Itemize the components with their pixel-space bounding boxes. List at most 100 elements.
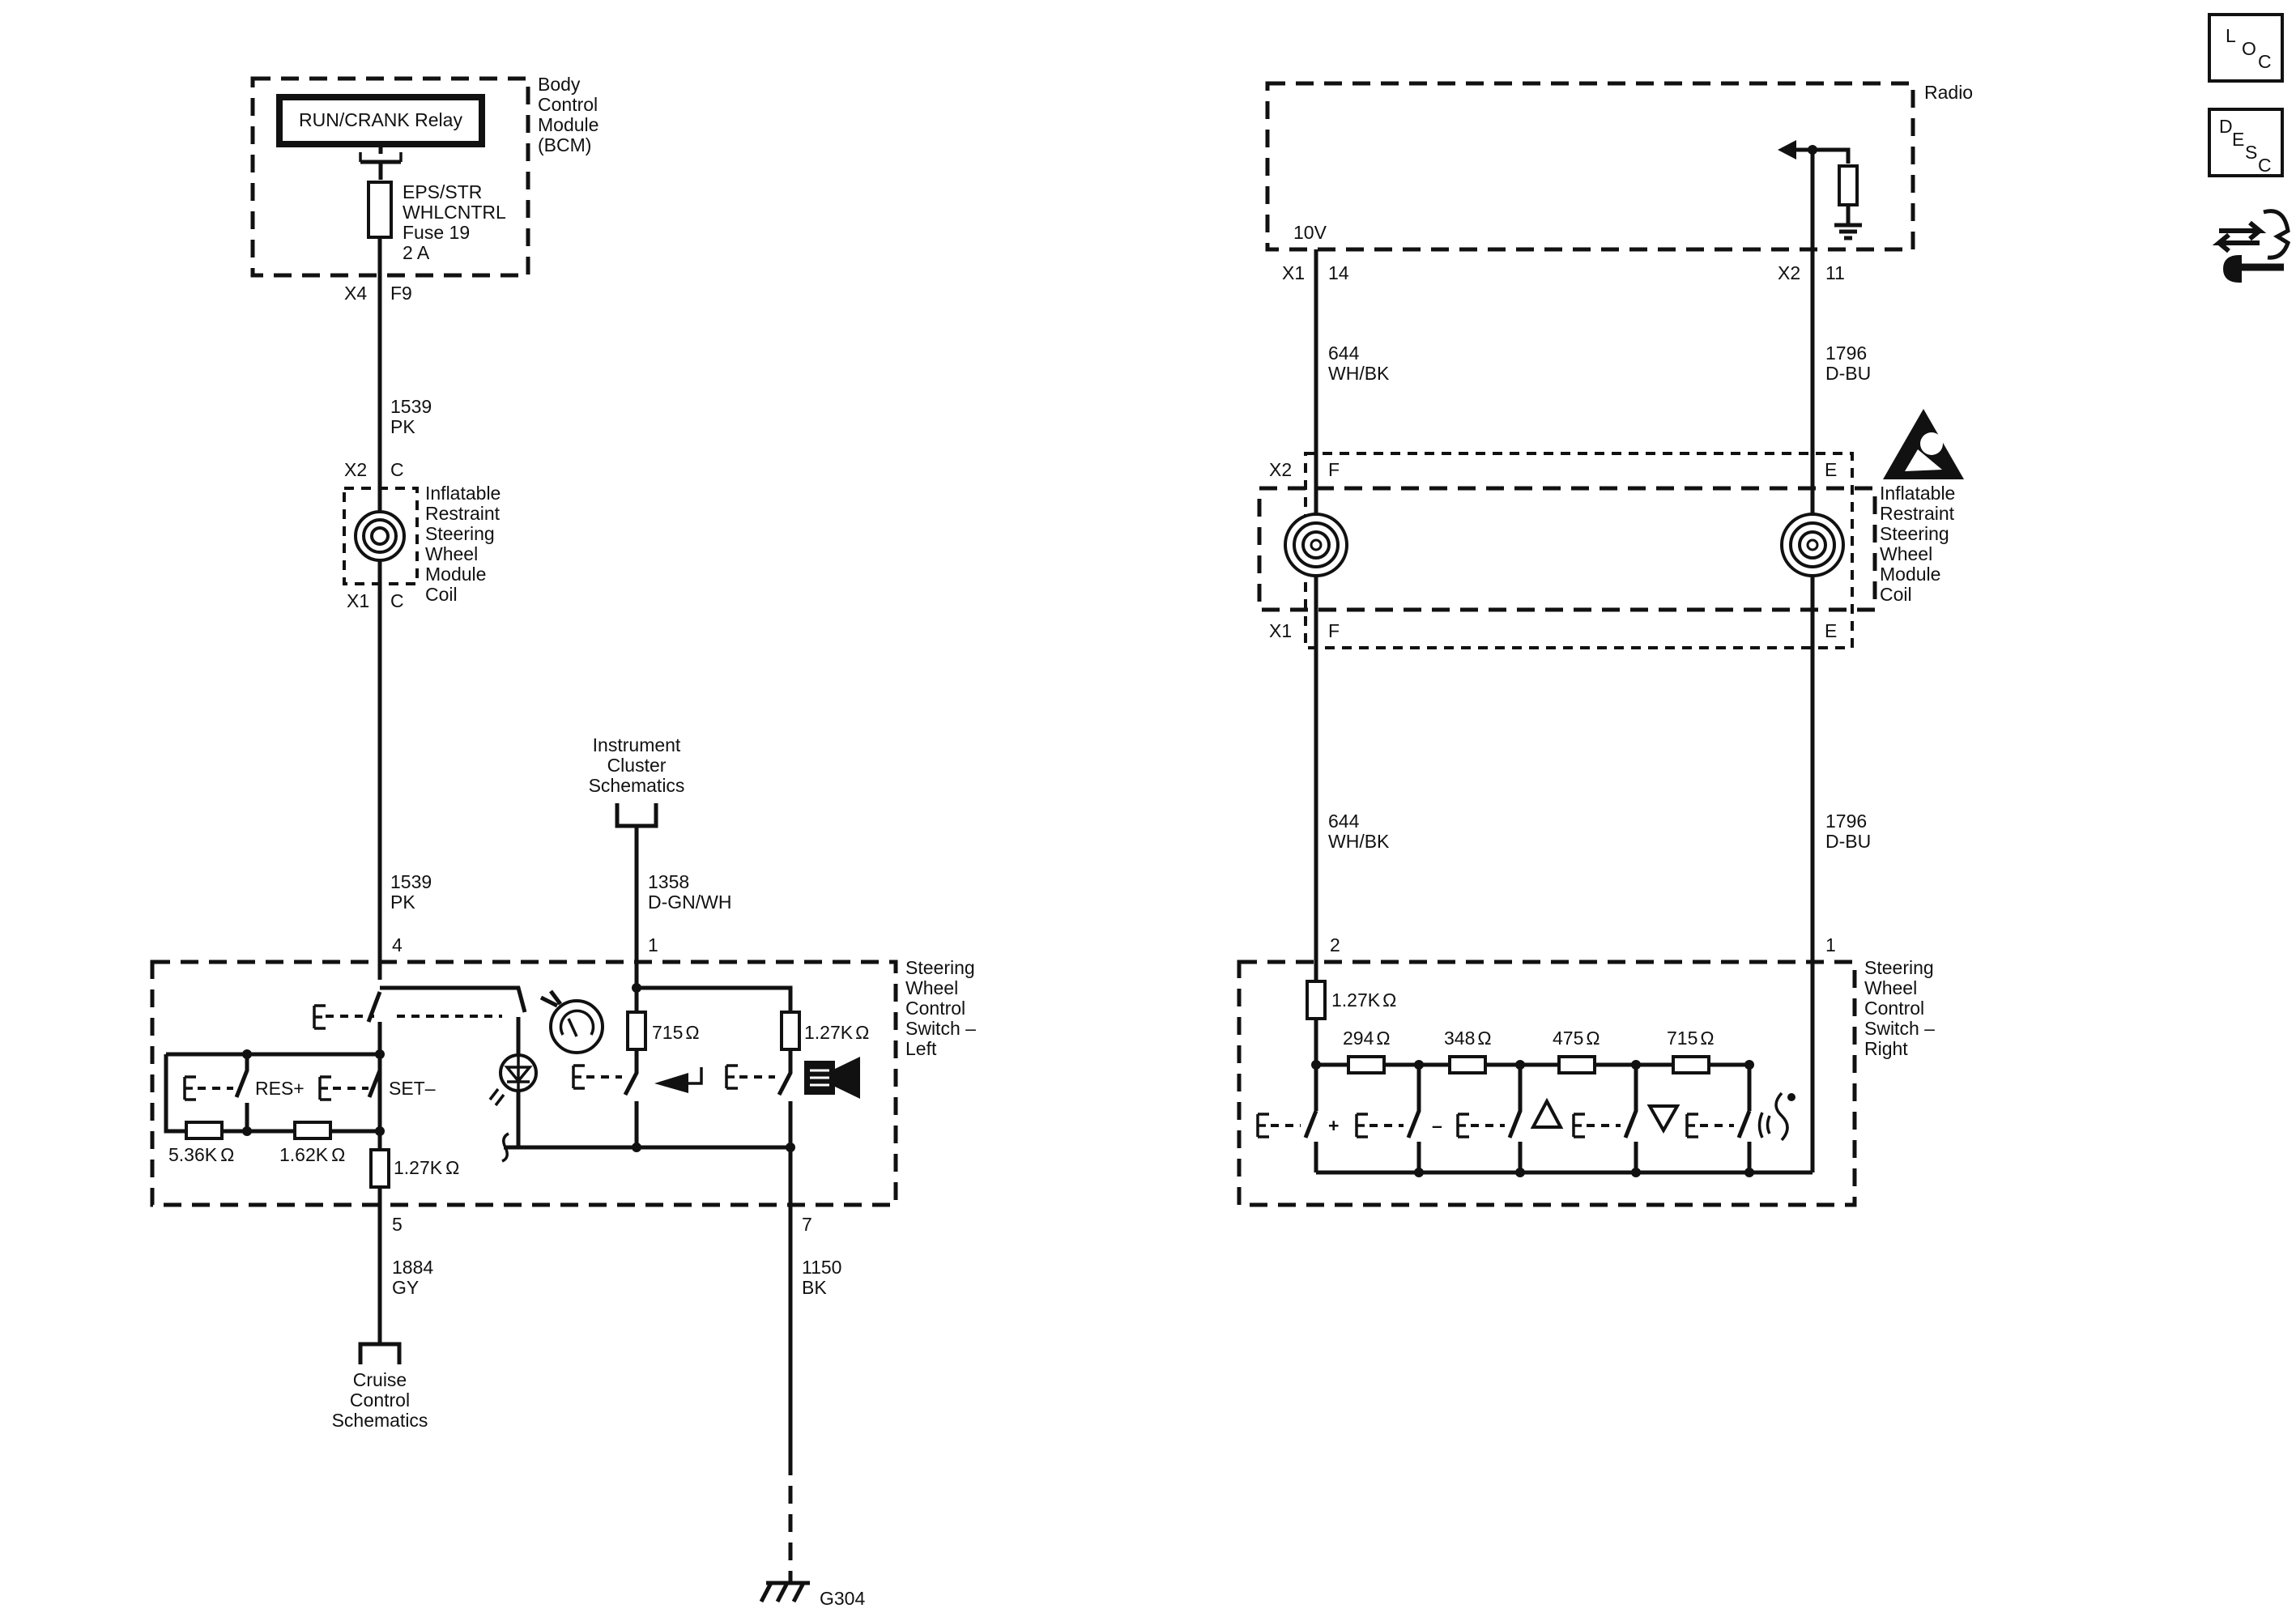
res-1-27k-right	[1306, 980, 1327, 1020]
cruise-label-3: Schematics	[332, 1410, 428, 1431]
left-circuit: RUN/CRANK Relay Body Control Module (BCM…	[150, 74, 976, 1609]
fuse-19	[367, 181, 393, 239]
ic-label-1: Instrument	[593, 734, 681, 755]
res-1-27k-left	[369, 1148, 390, 1189]
cruise-label-1: Cruise	[353, 1369, 407, 1390]
left-coil-label-6: Coil	[425, 584, 458, 605]
pin-1: 1	[648, 934, 658, 955]
left-switch-label-2: Wheel	[905, 977, 958, 998]
wire-ic-circuit: 1358	[648, 871, 689, 892]
arrow-up-icon	[1530, 1097, 1564, 1129]
bcm-label-4: (BCM)	[538, 134, 591, 155]
svg-text:D: D	[2219, 116, 2233, 137]
right-coil-label-1: Inflatable	[1880, 483, 1955, 504]
right-coil-label-6: Coil	[1880, 584, 1912, 605]
coil-pin-e-top: E	[1825, 459, 1837, 480]
bcm-box	[250, 76, 530, 278]
wire-644-color: WH/BK	[1328, 363, 1390, 384]
svg-text:C: C	[2258, 51, 2272, 72]
conn-x2: X2	[1778, 262, 1800, 283]
wire-ground-color: BK	[802, 1277, 827, 1298]
ic-label-3: Schematics	[589, 775, 685, 796]
wire-644b-color: WH/BK	[1328, 831, 1390, 852]
right-switch-label-3: Control	[1864, 998, 1924, 1019]
right-switch-label-4: Switch –	[1864, 1018, 1935, 1039]
left-coil-label-4: Wheel	[425, 543, 478, 564]
led-icon	[488, 1053, 538, 1107]
right-circuit: Radio 10V X1 14 X2 11 644 WH/BK 1796 D-B…	[1237, 81, 1973, 1207]
wire-cruise-color: GY	[392, 1277, 419, 1298]
right-switch-box	[1237, 960, 1857, 1207]
wire-1796b-circuit: 1796	[1825, 811, 1867, 832]
svg-text:O: O	[2242, 38, 2256, 59]
svg-text:E: E	[2232, 129, 2244, 150]
switch-plus: +	[1328, 1115, 1339, 1136]
left-switch-label-3: Control	[905, 998, 965, 1019]
bcm-label-2: Control	[538, 94, 598, 115]
right-coil-label-4: Wheel	[1880, 543, 1932, 564]
nav-icons: L O C D E S C	[2208, 13, 2291, 283]
fuse-label-4: 2 A	[403, 242, 430, 263]
connector-tool-icon[interactable]	[2212, 209, 2291, 283]
right-switch-label-1: Steering	[1864, 957, 1934, 978]
wire-top-color: PK	[390, 416, 415, 437]
loc-icon[interactable]: L O C	[2208, 13, 2284, 83]
airbag-warning-icon	[1883, 409, 1964, 479]
wire-644b-circuit: 644	[1328, 811, 1360, 832]
right-coil-inner-box	[1304, 452, 1854, 649]
switch-minus: –	[1432, 1115, 1442, 1136]
svg-text:C: C	[2258, 155, 2272, 176]
res-5-36k	[185, 1121, 224, 1140]
radio-label: Radio	[1924, 82, 1973, 103]
run-crank-relay	[276, 94, 485, 147]
wire-cruise-circuit: 1884	[392, 1257, 433, 1278]
bcm-label-1: Body	[538, 74, 581, 95]
left-coil-label-5: Module	[425, 564, 486, 585]
desc-icon[interactable]: D E S C	[2208, 108, 2284, 177]
wire-1796-color: D-BU	[1825, 363, 1871, 384]
camera-icon	[804, 1057, 860, 1099]
run-crank-relay-label: RUN/CRANK Relay	[299, 109, 462, 130]
coil-pin-f-top: F	[1328, 459, 1340, 480]
wire-ground-circuit: 1150	[802, 1257, 841, 1278]
coil-x2: X2	[1269, 459, 1292, 480]
set-minus-label: SET–	[389, 1078, 436, 1099]
conn-x1: X1	[1282, 262, 1305, 283]
conn-x4: X4	[344, 283, 367, 304]
wire-1796b-color: D-BU	[1825, 831, 1871, 852]
fuse-label-2: WHLCNTRL	[403, 202, 506, 223]
left-switch-label-4: Switch –	[905, 1018, 976, 1039]
right-coil-label-2: Restraint	[1880, 503, 1955, 524]
bcm-label-3: Module	[538, 114, 598, 135]
res-715-right	[1672, 1055, 1710, 1074]
left-coil-label-1: Inflatable	[425, 483, 501, 504]
ground-label: G304	[820, 1588, 865, 1609]
res-348	[1448, 1055, 1487, 1074]
radio-bias-resistor	[1838, 164, 1859, 206]
res-1-62k	[293, 1121, 332, 1140]
left-coil-box	[343, 487, 419, 585]
res-1-27k-left2	[780, 1011, 801, 1051]
right-switch-label-5: Right	[1864, 1038, 1908, 1059]
right-coil-label-3: Steering	[1880, 523, 1949, 544]
fuse-label-1: EPS/STR	[403, 181, 482, 202]
svg-text:L: L	[2226, 25, 2236, 46]
right-coil-spiral-f	[1284, 513, 1348, 577]
pin-11: 11	[1825, 262, 1845, 283]
right-switch-label-2: Wheel	[1864, 977, 1917, 998]
pin-5: 5	[392, 1214, 403, 1235]
right-coil-spiral-e	[1780, 513, 1845, 577]
voltage-label: 10V	[1293, 222, 1327, 243]
wire-ic-color: D-GN/WH	[648, 891, 731, 913]
coil-pin-e-bottom: E	[1825, 620, 1837, 641]
coil-conn-bottom: X1	[347, 590, 369, 611]
cruise-gauge-icon	[539, 989, 604, 1054]
right-coil-label-5: Module	[1880, 564, 1940, 585]
